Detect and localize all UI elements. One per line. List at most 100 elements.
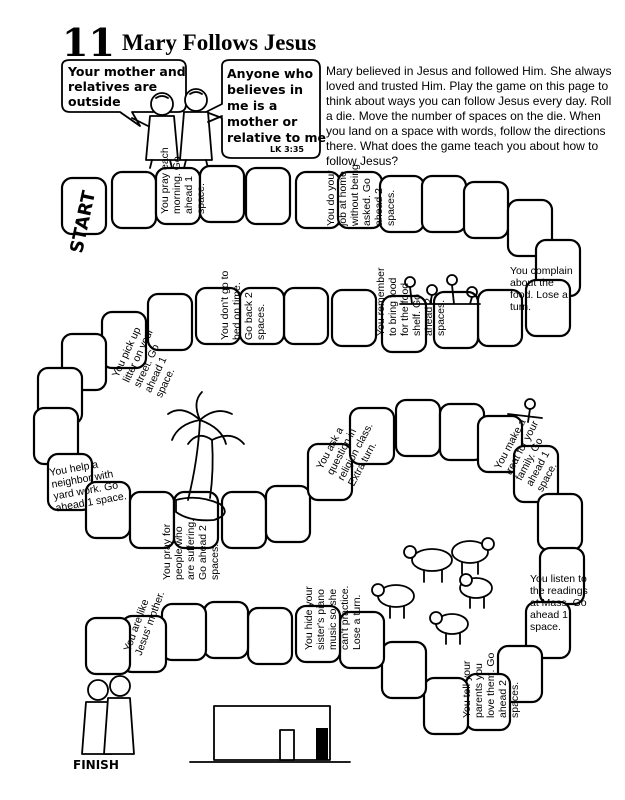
board-space <box>246 606 294 666</box>
board-space-label: You do yourjob at homewithout beingasked… <box>325 164 397 227</box>
board-space-line: spaces. <box>509 682 521 718</box>
board-space-line: You pray each <box>159 147 171 214</box>
board-space-line: spaces. <box>255 304 267 340</box>
board-space-line: music so she <box>327 589 339 650</box>
board-space-line: for the food <box>399 283 411 336</box>
bubble-line: Anyone who <box>227 66 313 81</box>
board-space <box>524 600 572 660</box>
flowers-illustration <box>399 274 543 423</box>
board-space <box>244 166 292 226</box>
board-space-line: You complain <box>510 265 573 277</box>
board-space <box>380 294 428 354</box>
board-space <box>420 174 468 234</box>
board-space-line: spaces. <box>209 544 221 580</box>
board-space <box>160 602 208 662</box>
intro-paragraph: Mary believed in Jesus and followed Him.… <box>326 64 612 168</box>
board-space-line: spaces. <box>385 190 397 226</box>
board-space-line: spaces. <box>435 300 447 336</box>
board-space-line: ahead 2 <box>373 188 385 226</box>
board-space <box>330 288 378 348</box>
board-space <box>476 414 524 474</box>
board-space-line: sister's piano <box>315 589 327 650</box>
board-space-line: ahead 2 <box>497 680 509 718</box>
board-space-line: about the <box>510 277 554 289</box>
board-space-line: at Mass. Go <box>530 597 587 609</box>
board-space <box>512 444 560 504</box>
board-space-line: ahead 2 <box>423 298 435 336</box>
board-space-line: the readings <box>530 585 588 597</box>
board-space <box>462 180 510 240</box>
board-space-line: without being <box>349 164 361 227</box>
board-space <box>84 616 132 676</box>
palm-trees-illustration <box>167 391 245 522</box>
board-space-line: space. <box>530 621 561 633</box>
board-space-line: job at home <box>337 171 349 227</box>
board-space-line: You listen to <box>530 573 587 585</box>
board-space-label: You don't go tobed on time.Go back 2spac… <box>219 270 267 340</box>
board-space-line: morning. Go <box>171 156 183 214</box>
bubble-line: mother or <box>227 114 298 129</box>
board-space <box>394 398 442 458</box>
board-space-label: You tell yourparents youlove them. Goahe… <box>461 652 521 718</box>
board-space <box>202 600 250 660</box>
board-space-line: You do your <box>325 170 337 226</box>
board-space-line: Go back 2 <box>243 292 255 340</box>
board-path <box>32 164 586 736</box>
board-space-line: are suffering. <box>185 519 197 580</box>
board-space-line: people who <box>173 526 185 580</box>
board-space <box>220 490 268 550</box>
board-space-line: parents you <box>473 663 485 718</box>
board-space-line: ahead 1 <box>183 176 195 214</box>
bubble-line: believes in <box>227 82 303 97</box>
board-space-line: to bring food <box>387 277 399 336</box>
sheep-illustration <box>371 537 495 645</box>
board-space <box>380 640 428 700</box>
bubble-line: relative to me <box>227 130 326 145</box>
board-space-line: You pray for <box>161 523 173 580</box>
bubble-line: relatives are <box>68 79 157 94</box>
board-space <box>432 290 480 350</box>
board-space-line: You remember <box>375 267 387 336</box>
scripture-reference: LK 3:35 <box>270 145 304 154</box>
board-space <box>348 406 396 466</box>
board-space-line: You hide your <box>303 586 315 650</box>
board-space-line: ahead 1 <box>530 609 568 621</box>
board-space-label: You pray eachmorning. Goahead 1space. <box>159 147 207 214</box>
board-space <box>294 604 342 664</box>
board-space-label: You hide yoursister's pianomusic so shec… <box>303 586 363 650</box>
board-space-line: space. <box>195 183 207 214</box>
board-space-line: You don't go to <box>219 270 231 340</box>
men-illustration <box>131 88 223 169</box>
house-illustration <box>189 705 351 763</box>
board-space-line: turn. <box>510 301 531 313</box>
board-space <box>524 278 572 338</box>
board-space-line: love them. Go <box>485 652 497 718</box>
bubble-line: outside <box>68 94 121 109</box>
bubble-line: me is a <box>227 98 277 113</box>
board-space <box>194 286 242 346</box>
board-space-line: food. Lose a <box>510 289 568 301</box>
mary-and-jesus-illustration <box>81 675 135 755</box>
lesson-number: 11 <box>62 20 115 65</box>
lesson-title: Mary Follows Jesus <box>122 30 317 55</box>
finish-label: FINISH <box>73 758 119 772</box>
board-space-label: You pray forpeople whoare suffering.Go a… <box>161 519 221 580</box>
bubble-line: Your mother and <box>67 64 186 79</box>
board-space <box>198 164 246 224</box>
board-space <box>422 676 470 736</box>
board-space <box>264 484 312 544</box>
board-space-line: can't practice. <box>339 586 351 650</box>
board-space <box>110 170 158 230</box>
board-space-label: You ask aquestion inreligion class.Extra… <box>314 410 386 489</box>
board-space <box>60 176 108 236</box>
board-space-line: shelf. Go <box>411 294 423 336</box>
board-space <box>282 286 330 346</box>
